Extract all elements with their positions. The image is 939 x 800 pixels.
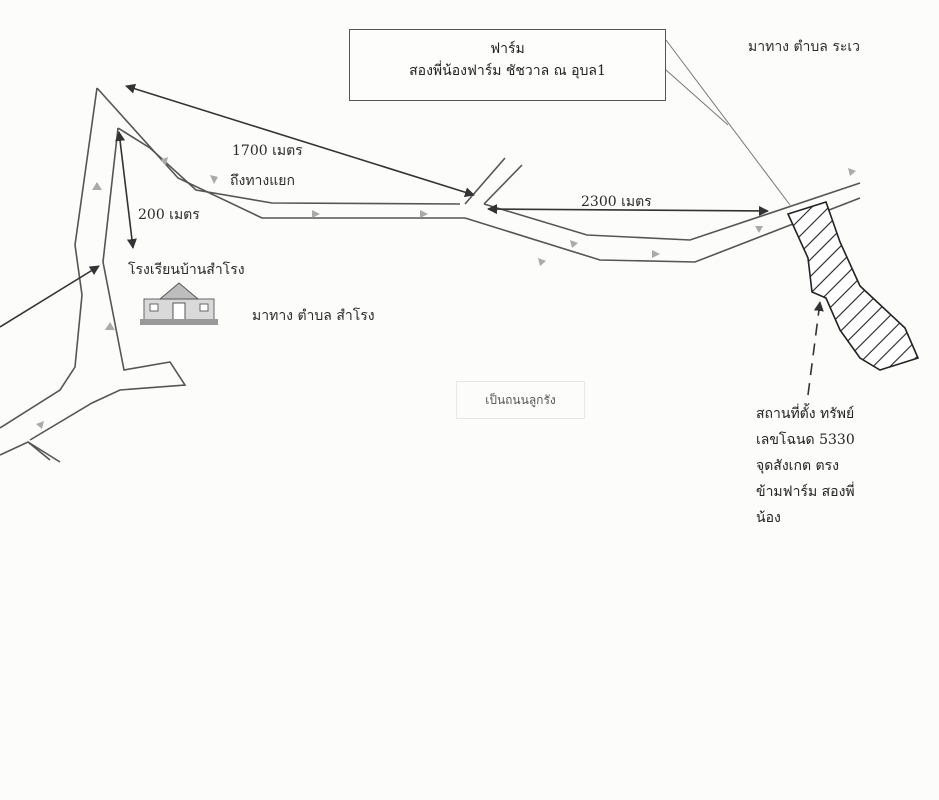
road-arrow — [92, 182, 102, 190]
callout-lines — [665, 39, 791, 206]
road-west-edge — [0, 294, 83, 429]
arrow-west-approach — [0, 265, 100, 328]
road-arrow — [570, 240, 578, 248]
road-east-upper — [483, 182, 861, 241]
location-note-line: จุดสังเกต ตรง — [756, 458, 839, 474]
label-from-rawae: มาทาง ตำบล ระเว — [748, 39, 861, 55]
road-arrow — [312, 210, 320, 218]
farm-name-box: ฟาร์ม สองพี่น้องฟาร์ม ชัชวาล ณ อุบล1 — [349, 29, 666, 101]
arrow-200m — [115, 131, 137, 249]
farm-box-title: ฟาร์ม — [490, 41, 525, 57]
label-distance-1700: 1700 เมตร — [232, 143, 303, 159]
location-note-line: เลขโฉนด 5330 — [756, 432, 855, 448]
road-arrow — [420, 210, 428, 218]
road-arrow — [36, 421, 44, 429]
road-west-lower — [0, 441, 61, 463]
road-main-inner-edge — [29, 127, 187, 441]
location-note-line: สถานที่ตั้ง ทรัพย์ — [756, 406, 855, 422]
label-school: โรงเรียนบ้านสำโรง — [128, 262, 245, 278]
road-arrow — [848, 168, 856, 176]
callout-line-left — [665, 39, 791, 206]
road-north-spur-b — [483, 164, 523, 205]
location-note-line: ข้ามฟาร์ม สองพี่ — [756, 484, 855, 500]
dirt-road-label-box: เป็นถนนลูกรัง — [456, 381, 585, 419]
distance-arrows — [0, 83, 824, 396]
school-icon — [140, 282, 218, 325]
label-dirt-road: เป็นถนนลูกรัง — [485, 393, 556, 407]
road-arrow — [210, 175, 218, 184]
road-east-lower — [464, 197, 861, 263]
road-west-stub — [27, 441, 51, 461]
callout-line-right — [665, 69, 729, 126]
arrow-location-pointer — [807, 301, 824, 396]
road-north-spur-a — [464, 157, 506, 205]
land-plot-hatched — [786, 201, 920, 371]
road-arrow — [652, 250, 660, 258]
label-to-junction: ถึงทางแยก — [230, 173, 295, 189]
road-arrow — [105, 322, 115, 330]
label-distance-2300: 2300 เมตร — [581, 194, 652, 210]
arrow-1700m — [125, 83, 475, 198]
label-distance-200: 200 เมตร — [138, 207, 200, 223]
arrow-2300m — [487, 204, 769, 216]
property-location-note: สถานที่ตั้ง ทรัพย์ เลขโฉนด 5330 จุดสังเก… — [756, 401, 916, 531]
road-arrow — [755, 226, 763, 233]
farm-box-name: สองพี่น้องฟาร์ม ชัชวาล ณ อุบล1 — [409, 63, 606, 79]
road-main-upper-edge — [74, 87, 98, 296]
location-note-line: น้อง — [756, 510, 781, 526]
road-arrow — [538, 258, 546, 266]
label-from-samrong: มาทาง ตำบล สำโรง — [252, 308, 375, 324]
